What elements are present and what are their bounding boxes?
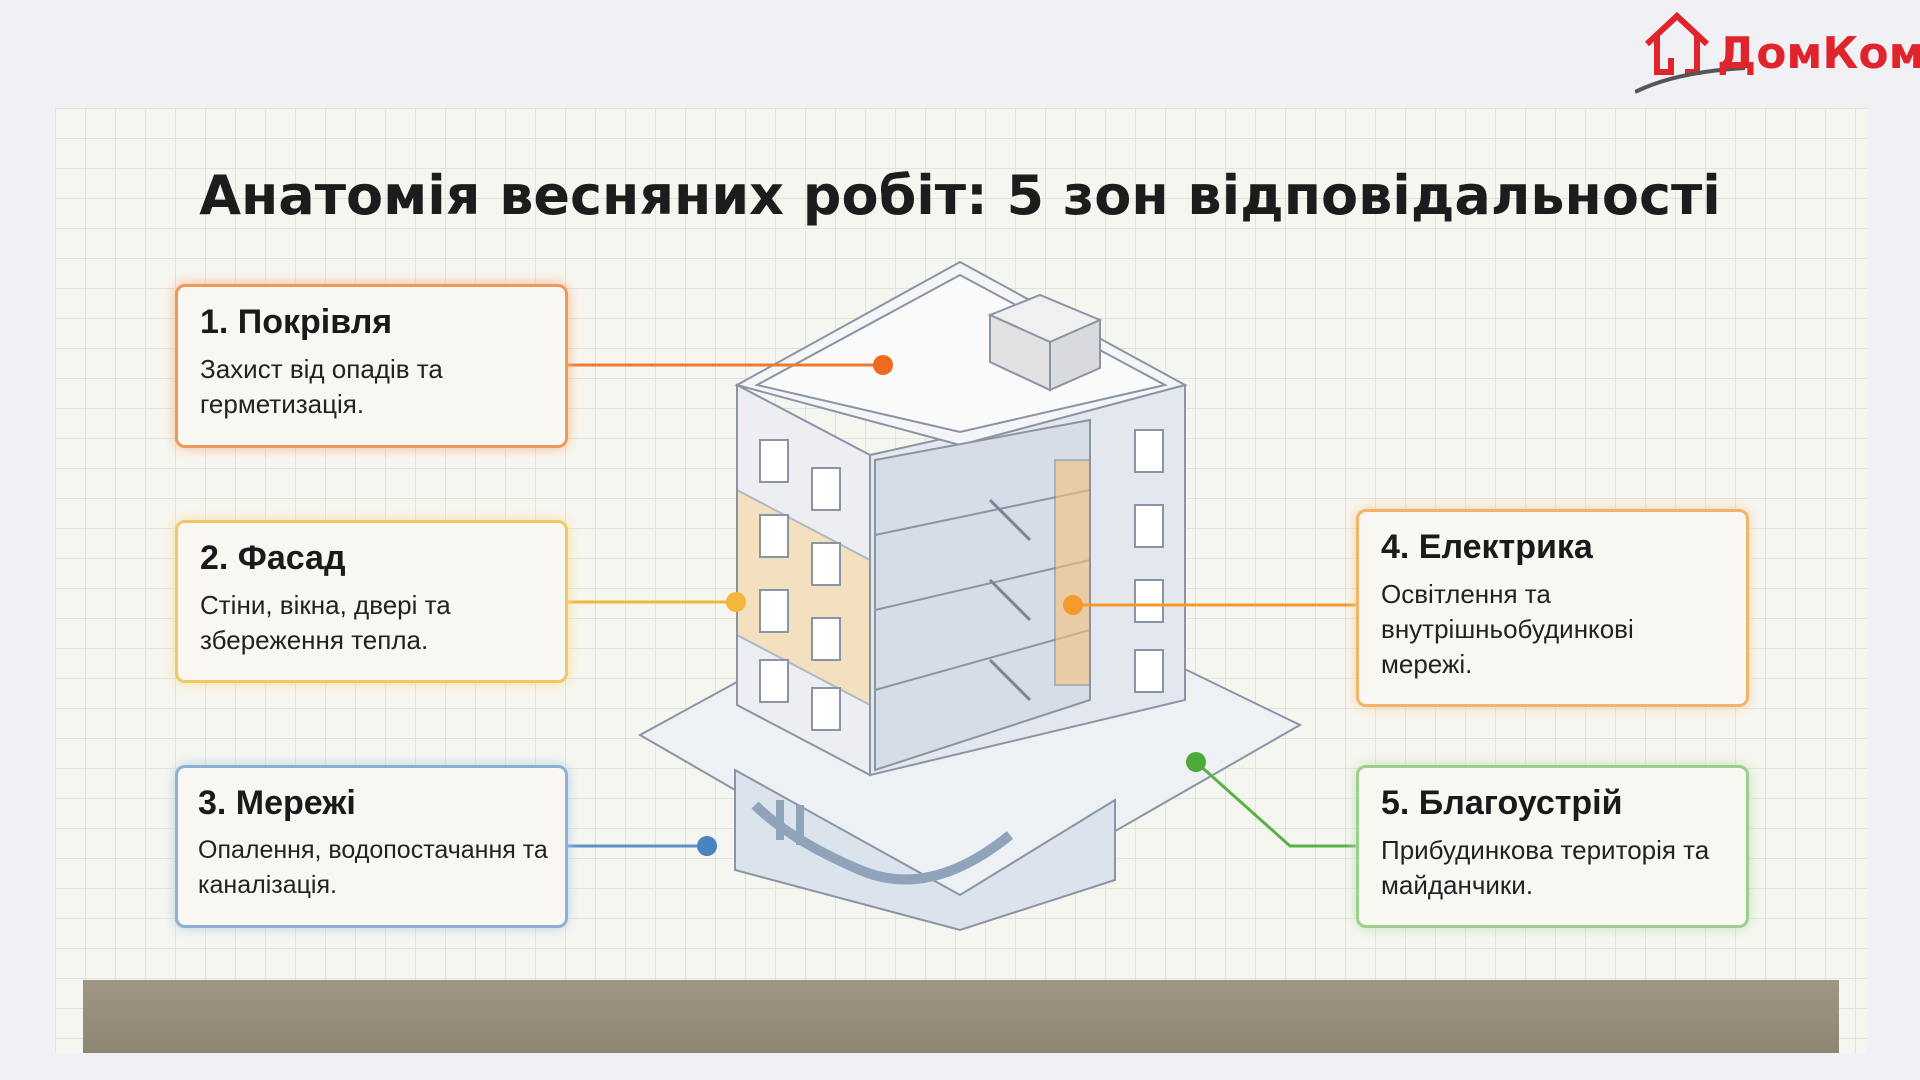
bottom-band <box>83 980 1839 1053</box>
house-logo-icon <box>1634 11 1746 94</box>
zone-card-electric: 4. Електрика Освітлення та внутрішньобуд… <box>1356 509 1749 707</box>
zone-card-landscaping: 5. Благоустрій Прибудинкова територія та… <box>1356 765 1749 928</box>
logo-text: ДомКом <box>1717 28 1920 79</box>
zone-title: 2. Фасад <box>200 539 346 577</box>
zone-card-networks: 3. Мережі Опалення, водопостачання та ка… <box>175 765 568 928</box>
marker-facade <box>726 592 746 612</box>
zone-card-facade: 2. Фасад Стіни, вікна, двері та збережен… <box>175 520 568 683</box>
zone-card-roof: 1. Покрівля Захист від опадів та гермети… <box>175 284 568 448</box>
zone-desc: Опалення, водопостачання та каналізація. <box>198 836 548 899</box>
zone-desc: Захист від опадів та герметизація. <box>200 354 443 419</box>
marker-electric <box>1063 595 1083 615</box>
marker-landscaping <box>1186 752 1206 772</box>
zone-title: 5. Благоустрій <box>1381 784 1623 822</box>
zone-title: 1. Покрівля <box>200 303 393 341</box>
marker-networks <box>697 836 717 856</box>
zone-desc: Стіни, вікна, двері та збереження тепла. <box>200 590 451 655</box>
zone-title: 4. Електрика <box>1381 528 1593 566</box>
zone-desc: Прибудинкова територія та майданчики. <box>1381 835 1710 900</box>
marker-roof <box>873 355 893 375</box>
zone-title: 3. Мережі <box>198 784 356 822</box>
domkom-logo: ДомКом <box>1634 10 1920 95</box>
page-title: Анатомія весняних робіт: 5 зон відповіда… <box>199 164 1721 227</box>
zone-desc: Освітлення та внутрішньобудинкові мережі… <box>1381 579 1634 679</box>
